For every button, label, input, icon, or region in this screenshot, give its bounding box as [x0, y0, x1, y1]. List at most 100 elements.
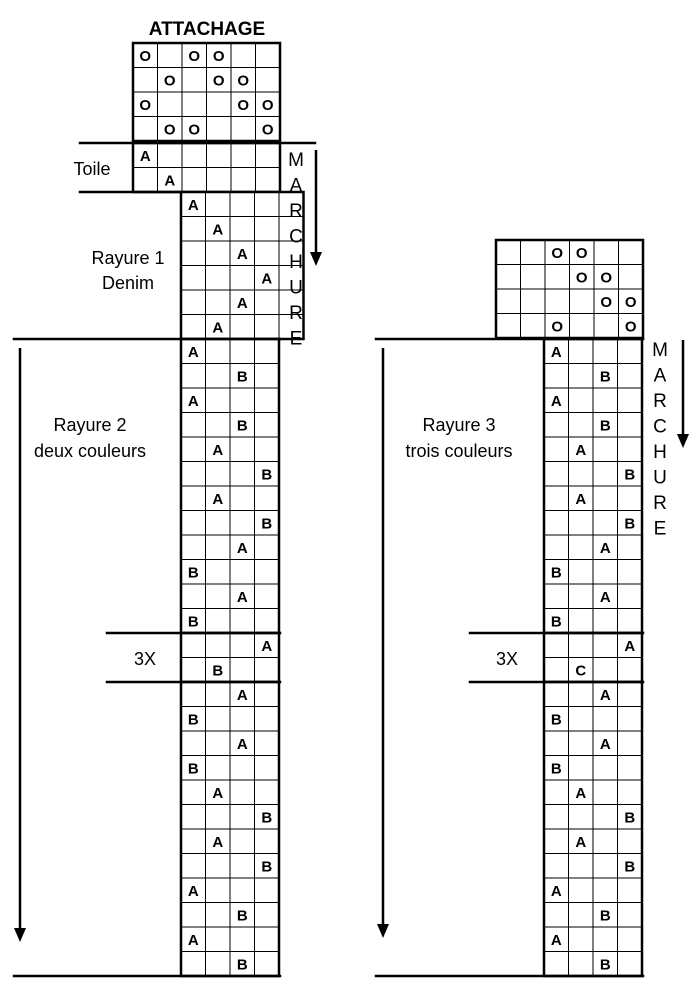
- left-after-cell-letter-a: A: [188, 932, 199, 949]
- left-rayure2-cell: [229, 436, 255, 462]
- right-after-cell: [568, 926, 594, 952]
- left-after-cell: [205, 755, 231, 781]
- left-after-cell: [180, 877, 206, 903]
- right-after-cell: [568, 828, 594, 854]
- right-after-cell: [617, 681, 643, 707]
- right-after-cell-letter-a: A: [600, 687, 611, 704]
- rayure1-label-line2: Denim: [102, 273, 154, 293]
- left-rayure1-cell: [254, 240, 280, 266]
- right-rayure3-cell: [543, 363, 569, 389]
- right-after-cell-letter-b: B: [600, 907, 611, 924]
- right-after-cell-letter-a: A: [600, 736, 611, 753]
- right-rayure3-cell: [568, 412, 594, 438]
- right-rayure3-cell: [568, 559, 594, 585]
- left-rayure1-cell-letter-a: A: [212, 221, 223, 238]
- right-after-cell-letter-b: B: [600, 956, 611, 973]
- left-toile-cell: [206, 167, 232, 193]
- left-after-cell: [254, 730, 280, 756]
- left-tieup-cell-tie-mark: O: [188, 48, 200, 65]
- left-tieup-cell: [230, 116, 256, 142]
- right-tieup-cell-tie-mark: O: [625, 294, 637, 311]
- toile-label: Toile: [73, 159, 110, 179]
- right-repeat-label: 3X: [496, 649, 518, 669]
- right-repeat-cell-letter-c: C: [575, 662, 586, 679]
- right-marchure-letter: M: [652, 340, 668, 361]
- right-after-cell-letter-a: A: [575, 834, 586, 851]
- left-rayure2-cell: [254, 534, 280, 560]
- right-after-cell: [543, 853, 569, 879]
- left-after-cell-letter-b: B: [237, 907, 248, 924]
- right-tieup-cell: [593, 239, 619, 265]
- left-toile-cell: [132, 167, 158, 193]
- right-marchure-letter: A: [654, 366, 667, 387]
- right-tieup-cell-tie-mark: O: [551, 245, 563, 262]
- left-tieup-cell: [157, 91, 183, 117]
- right-after-cell: [568, 902, 594, 928]
- left-rayure1-cell: [254, 216, 280, 242]
- right-rayure3-cell: [592, 534, 618, 560]
- left-after-cell: [180, 902, 206, 928]
- left-tieup-cell-tie-mark: O: [164, 121, 176, 138]
- right-rayure3-cell: [617, 412, 643, 438]
- left-after-cell-letter-b: B: [261, 809, 272, 826]
- left-toile-cell: [181, 167, 207, 193]
- rayure1-label-line1: Rayure 1: [91, 248, 164, 268]
- left-rayure2-cell-letter-b: B: [188, 564, 199, 581]
- left-after-cell: [180, 853, 206, 879]
- right-rayure3-cell-letter-a: A: [600, 540, 611, 557]
- left-toile-cell: [206, 142, 232, 168]
- right-after-cell: [617, 951, 643, 977]
- right-marchure-letter: R: [653, 493, 667, 514]
- left-tieup-cell: [206, 91, 232, 117]
- right-rayure3-cell: [568, 338, 594, 364]
- left-after-cell: [180, 779, 206, 805]
- right-rayure3-cell: [592, 461, 618, 487]
- right-after-cell: [543, 828, 569, 854]
- left-repeat-cell: [180, 657, 206, 683]
- left-after-cell-letter-a: A: [188, 883, 199, 900]
- right-after-cell: [592, 926, 618, 952]
- left-rayure2-cell: [254, 387, 280, 413]
- right-rayure3-cell: [617, 534, 643, 560]
- right-long-arrow-head: [377, 924, 389, 938]
- left-rayure2-cell: [205, 338, 231, 364]
- right-rayure3-cell: [592, 510, 618, 536]
- left-after-cell: [180, 706, 206, 732]
- right-rayure3-cell: [617, 363, 643, 389]
- left-tieup-cell-tie-mark: O: [213, 72, 225, 89]
- grid-layer: [131, 41, 645, 978]
- right-rayure3-cell-letter-a: A: [551, 344, 562, 361]
- left-rayure1-grid: [179, 190, 305, 341]
- left-rayure2-cell: [205, 412, 231, 438]
- right-after-cell: [568, 755, 594, 781]
- right-rayure3-cell: [543, 485, 569, 511]
- left-after-cell: [229, 706, 255, 732]
- left-tieup-cell-tie-mark: O: [188, 121, 200, 138]
- right-after-grid: [542, 680, 644, 978]
- right-repeat-cell: [592, 657, 618, 683]
- left-tieup-cell-tie-mark: O: [213, 48, 225, 65]
- right-after-cell: [617, 779, 643, 805]
- left-after-cell: [205, 926, 231, 952]
- right-rayure3-cell: [543, 534, 569, 560]
- left-rayure1-cell: [229, 216, 255, 242]
- left-after-cell: [254, 779, 280, 805]
- right-marchure-letter: U: [653, 468, 667, 489]
- right-after-cell: [592, 828, 618, 854]
- right-after-cell: [543, 902, 569, 928]
- right-rayure3-cell: [568, 534, 594, 560]
- left-after-cell: [205, 902, 231, 928]
- left-marchure-letter: H: [289, 252, 303, 273]
- right-tieup-cell-tie-mark: O: [551, 318, 563, 335]
- left-toile-cell-letter-a: A: [140, 148, 151, 165]
- left-rayure2-cell: [229, 583, 255, 609]
- right-rayure3-grid: [542, 337, 644, 635]
- left-after-cell: [205, 681, 231, 707]
- left-rayure1-cell-letter-a: A: [237, 295, 248, 312]
- right-tieup-cell-tie-mark: O: [625, 318, 637, 335]
- left-after-cell: [254, 877, 280, 903]
- right-rayure3-cell-letter-b: B: [551, 564, 562, 581]
- right-after-cell: [592, 804, 618, 830]
